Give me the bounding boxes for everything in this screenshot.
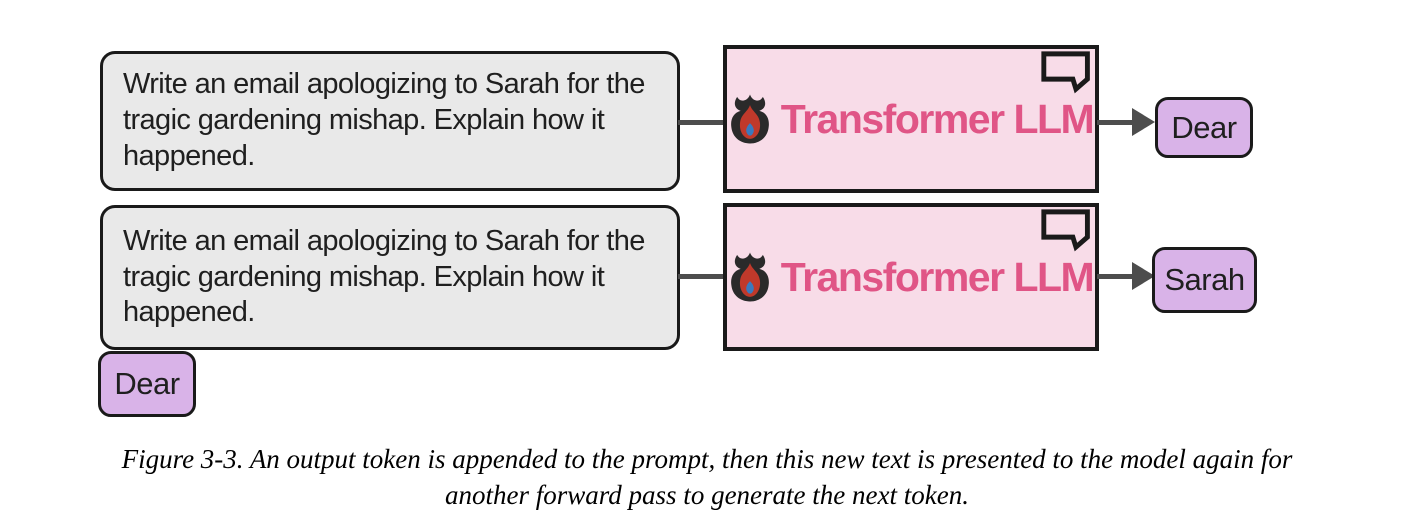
transformer-llm-label-1: Transformer LLM bbox=[780, 95, 1095, 142]
connector-line-1 bbox=[678, 120, 724, 125]
transformer-llm-label-2: Transformer LLM bbox=[780, 253, 1095, 300]
transformer-llm-box-2: Transformer LLM bbox=[723, 203, 1099, 351]
figure-caption: Figure 3-3. An output token is appended … bbox=[121, 444, 1293, 511]
arrow-right-icon-2 bbox=[1132, 262, 1155, 290]
prompt-text-1: Write an email apologizing to Sarah for … bbox=[123, 68, 645, 172]
arrow-line-2 bbox=[1097, 274, 1135, 279]
speech-bubble-icon bbox=[1040, 208, 1092, 254]
flame-icon bbox=[729, 93, 771, 145]
connector-line-2 bbox=[678, 274, 724, 279]
flame-icon bbox=[729, 251, 771, 303]
token-dear-appended: Dear bbox=[98, 351, 196, 417]
arrow-line-1 bbox=[1097, 120, 1135, 125]
transformer-llm-box-1: Transformer LLM bbox=[723, 45, 1099, 193]
token-sarah-output: Sarah bbox=[1152, 247, 1257, 313]
arrow-right-icon-1 bbox=[1132, 108, 1155, 136]
token-dear-output: Dear bbox=[1155, 97, 1253, 158]
prompt-text-2: Write an email apologizing to Sarah for … bbox=[123, 224, 645, 329]
prompt-box-1: Write an email apologizing to Sarah for … bbox=[100, 51, 680, 191]
prompt-box-2: Write an email apologizing to Sarah for … bbox=[100, 205, 680, 350]
speech-bubble-icon bbox=[1040, 50, 1092, 96]
